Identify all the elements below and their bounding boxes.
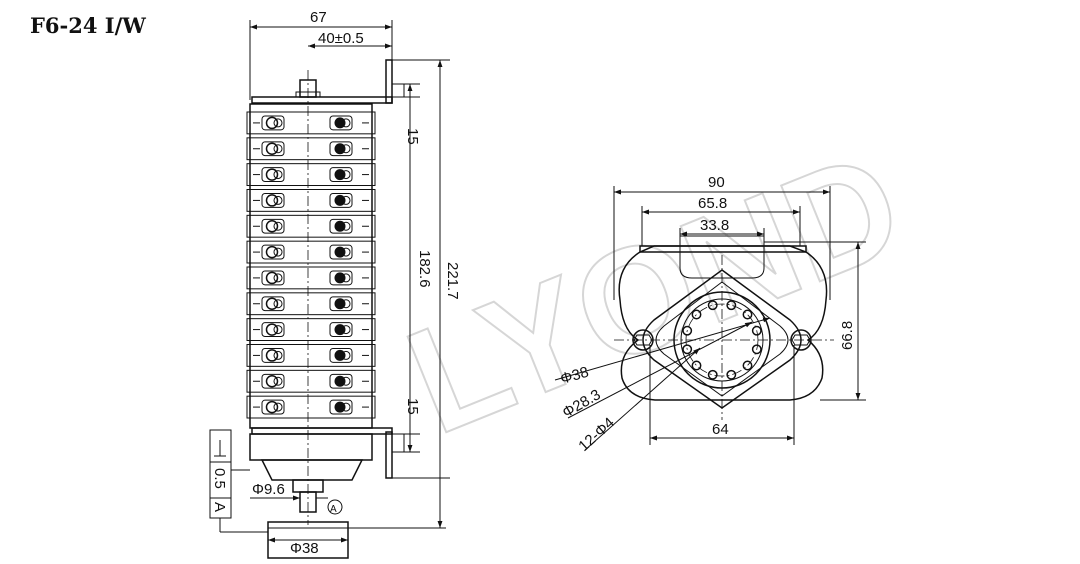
terminal-screw: [261, 296, 285, 312]
watermark: LYOND: [386, 118, 923, 465]
contact-hole: [707, 369, 718, 380]
contact-hole: [691, 309, 702, 320]
dim-shaft-diameter: Φ9.6 A: [250, 481, 343, 515]
contact-hole: [707, 300, 718, 311]
tolerance-frame: 0.5 A: [209, 429, 268, 533]
contact-hole: [726, 300, 737, 311]
switch-deck: [246, 111, 376, 135]
dim-width-65-8: 65.8: [641, 195, 801, 246]
contact-hole: [682, 325, 693, 336]
dim-label-67: 67: [310, 9, 327, 26]
terminal-screw: [329, 141, 353, 157]
datum-circle: [327, 499, 343, 515]
dim-label-bottom-15: 15: [404, 398, 421, 415]
contact-hole: [751, 325, 762, 336]
dim-knob-diameter: Φ38: [268, 537, 348, 557]
switch-deck: [246, 395, 376, 419]
dim-width-67: 67: [249, 9, 393, 100]
dim-base-64: 64: [649, 345, 795, 445]
switch-deck: [246, 292, 376, 316]
contact-hole-ring: [682, 300, 762, 380]
dim-vertical-side: 15 15 182.6 221.7: [348, 59, 461, 529]
dim-label-12-phi4: 12-Φ4: [575, 414, 618, 455]
switch-deck: [246, 318, 376, 341]
terminal-screw: [261, 167, 285, 183]
dim-label-33-8: 33.8: [700, 217, 729, 234]
dim-label-top-15: 15: [404, 128, 421, 145]
terminal-screw: [329, 399, 353, 415]
contact-hole: [682, 344, 693, 355]
terminal-screw: [261, 115, 285, 131]
terminal-screw: [261, 373, 285, 389]
dim-label-90: 90: [708, 174, 725, 191]
dim-height-66-8: 66.8: [764, 241, 866, 401]
switch-base: [249, 433, 373, 513]
dim-label-221-7: 221.7: [444, 262, 461, 300]
terminal-screw: [329, 270, 353, 286]
switch-deck: [246, 189, 376, 212]
mounting-bracket-bottom: [251, 427, 393, 479]
terminal-screw: [261, 322, 285, 337]
terminal-screw: [261, 244, 285, 260]
dim-label-65-8: 65.8: [698, 195, 727, 212]
terminal-screw: [329, 373, 353, 389]
mounting-bracket-top: [251, 59, 393, 104]
switch-deck: [246, 344, 376, 367]
datum-ref-label: A: [330, 504, 337, 515]
dim-label-knob: Φ38: [290, 540, 319, 557]
terminal-screw: [329, 348, 353, 363]
switch-deck: [246, 266, 376, 290]
dim-width-40: 40±0.5: [308, 30, 392, 49]
switch-deck-stack: [246, 103, 376, 429]
dim-label-shaft: Φ9.6: [252, 481, 285, 498]
terminal-screw: [261, 141, 285, 157]
switch-deck: [246, 369, 376, 393]
switch-deck: [246, 214, 376, 238]
housing-outline: [618, 245, 828, 401]
terminal-screw: [329, 244, 353, 260]
contact-hole: [691, 360, 702, 371]
terminal-screw: [261, 399, 285, 415]
terminal-screw: [329, 218, 353, 234]
terminal-screw: [261, 218, 285, 234]
tolerance-value: 0.5: [211, 468, 228, 489]
dim-width-33-8: 33.8: [679, 217, 765, 237]
switch-deck: [246, 137, 376, 161]
dim-label-40: 40±0.5: [318, 30, 364, 47]
terminal-screw: [261, 193, 285, 208]
tolerance-datum: A: [211, 502, 228, 512]
dim-label-66-8: 66.8: [839, 321, 856, 350]
contact-hole: [742, 360, 753, 371]
terminal-screw: [329, 115, 353, 131]
dim-label-64: 64: [712, 421, 729, 438]
switch-deck: [246, 240, 376, 264]
terminal-screw: [329, 322, 353, 337]
terminal-screw: [329, 296, 353, 312]
switch-deck: [246, 163, 376, 187]
contact-hole: [726, 369, 737, 380]
dim-label-182-6: 182.6: [416, 250, 433, 288]
model-title: F6-24 I/W: [30, 13, 146, 38]
terminal-screw: [329, 167, 353, 183]
terminal-screw: [261, 270, 285, 286]
contact-hole: [751, 344, 762, 355]
dim-width-90: 90: [613, 174, 831, 300]
contact-hole: [742, 309, 753, 320]
terminal-screw: [329, 193, 353, 208]
terminal-screw: [261, 348, 285, 363]
side-view: 67 40±0.5 15 15 182.6 221.7: [209, 9, 461, 559]
